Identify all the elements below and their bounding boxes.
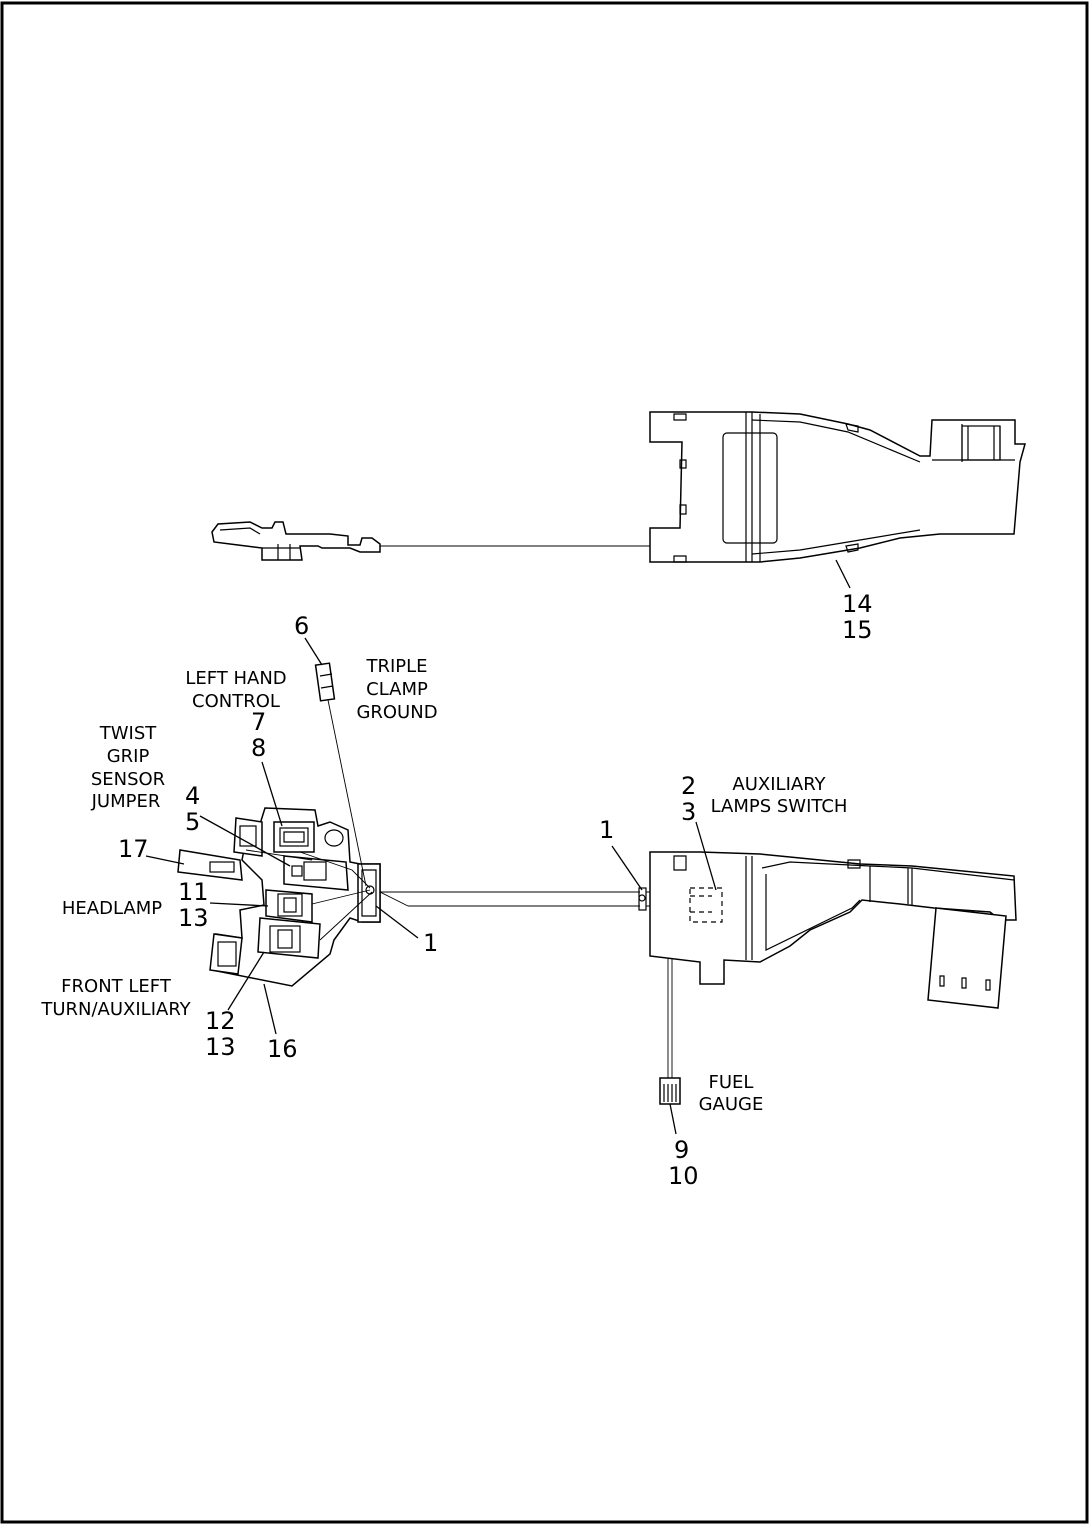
left-hand-control-label: LEFT HAND CONTROL: [185, 668, 286, 712]
callout-6: 6: [294, 612, 309, 640]
lower-right-duct: [638, 851, 1017, 1105]
callout-12: 12: [205, 1007, 236, 1035]
auxiliary-lamps-switch-label: AUXILIARY LAMPS SWITCH: [711, 774, 848, 817]
callout-3: 3: [681, 798, 696, 826]
twist-grip-sensor-jumper-label: TWIST GRIP SENSOR JUMPER: [91, 723, 166, 812]
callout-7: 7: [251, 708, 266, 736]
callout-16: 16: [267, 1035, 298, 1063]
front-left-turn-auxiliary-label: FRONT LEFT TURN/AUXILIARY: [40, 976, 191, 1020]
triple-clamp-ground-label: TRIPLE CLAMP GROUND: [356, 656, 437, 723]
svg-text:TRIPLE: TRIPLE: [365, 656, 427, 677]
svg-text:TURN/AUXILIARY: TURN/AUXILIARY: [40, 999, 191, 1020]
callout-13-turn: 13: [205, 1033, 236, 1061]
callout-10: 10: [668, 1162, 699, 1190]
callout-4: 4: [185, 782, 200, 810]
svg-text:GAUGE: GAUGE: [699, 1094, 764, 1115]
callout-5: 5: [185, 808, 200, 836]
callout-17: 17: [118, 835, 149, 863]
callout-13-headlamp: 13: [178, 904, 209, 932]
callout-11: 11: [178, 878, 209, 906]
svg-text:CLAMP: CLAMP: [366, 679, 428, 700]
svg-text:FUEL: FUEL: [709, 1072, 754, 1093]
svg-text:AUXILIARY: AUXILIARY: [732, 774, 826, 795]
main-harness-trunk: [379, 891, 680, 907]
svg-text:CONTROL: CONTROL: [192, 691, 280, 712]
callout-9: 9: [674, 1136, 689, 1164]
svg-text:GRIP: GRIP: [107, 746, 150, 767]
leader-lines: [145, 637, 717, 1135]
callout-1-clip: 1: [599, 816, 614, 844]
headlamp-label: HEADLAMP: [62, 898, 162, 919]
svg-text:LAMPS SWITCH: LAMPS SWITCH: [711, 796, 848, 817]
svg-text:GROUND: GROUND: [356, 702, 437, 723]
callout-1-harness: 1: [423, 929, 438, 957]
upper-harness-assembly: [211, 411, 1026, 589]
callout-8: 8: [251, 734, 266, 762]
callout-14: 14: [842, 590, 873, 618]
svg-text:FRONT LEFT: FRONT LEFT: [61, 976, 172, 997]
svg-text:TWIST: TWIST: [99, 723, 158, 744]
callout-2: 2: [681, 772, 696, 800]
svg-text:SENSOR: SENSOR: [91, 769, 165, 790]
svg-text:LEFT HAND: LEFT HAND: [185, 668, 286, 689]
fuel-gauge-label: FUEL GAUGE: [699, 1072, 764, 1115]
callout-15: 15: [842, 616, 873, 644]
svg-text:JUMPER: JUMPER: [91, 791, 161, 812]
connector-mounting-plate: [177, 662, 381, 987]
